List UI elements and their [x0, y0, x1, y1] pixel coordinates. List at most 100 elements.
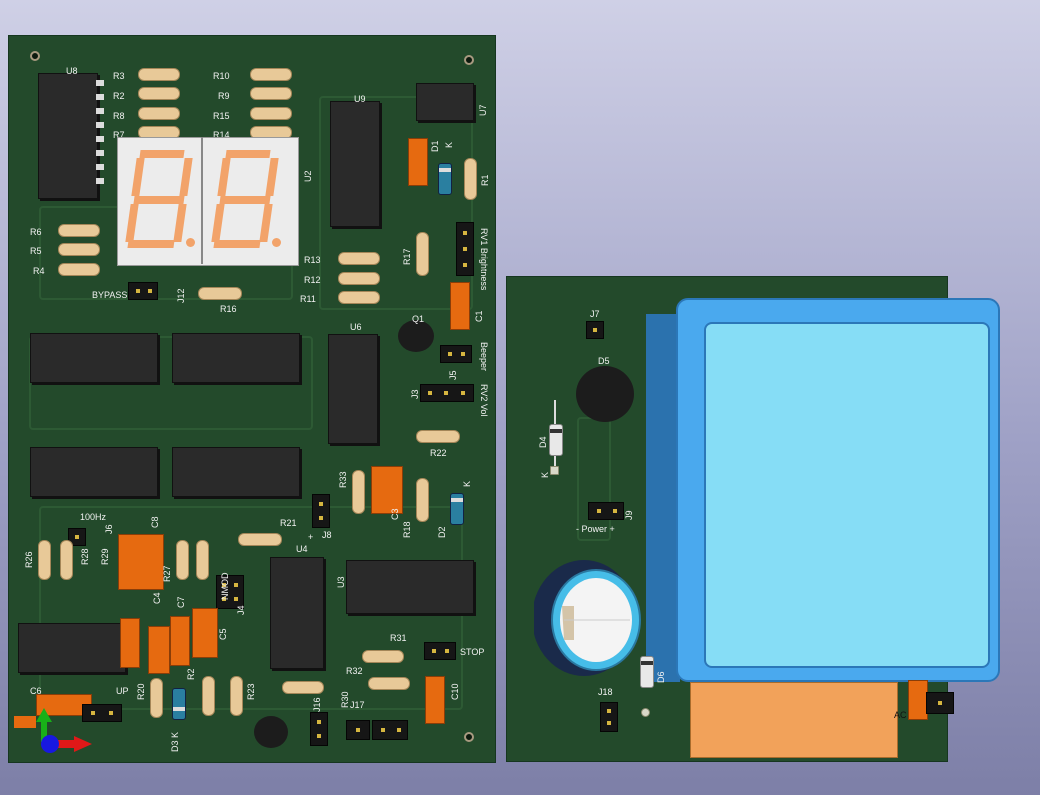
relay: [690, 682, 898, 758]
resistor: [58, 263, 100, 276]
segment-dp: [272, 238, 281, 247]
ic-u8: [38, 73, 98, 199]
diode-label-k2: K: [462, 480, 472, 487]
header-label-j18: J18: [598, 687, 613, 697]
resistor-label-r15: R15: [213, 111, 230, 121]
ic-pin-row: [96, 80, 104, 190]
resistor-label-r5: R5: [30, 246, 42, 256]
resistor-label-r3: R3: [113, 71, 125, 81]
ic-label-u3: U3: [336, 576, 346, 588]
resistor: [60, 540, 73, 580]
resistor: [250, 87, 292, 100]
resistor: [362, 650, 404, 663]
header-rv2[interactable]: [420, 384, 474, 402]
diode-label-k: K: [540, 471, 550, 478]
resistor: [58, 224, 100, 237]
ic-u12: [30, 447, 158, 497]
header-j7[interactable]: [586, 321, 604, 339]
diode-d6: [640, 656, 654, 688]
buzzer-d5: [576, 366, 634, 422]
segment: [219, 196, 271, 204]
pcb-trace: [29, 336, 313, 430]
jumper-j12[interactable]: [128, 282, 158, 300]
resistor-label-r14: R14: [213, 130, 230, 140]
header-label-j8: J8: [322, 530, 332, 540]
diode-label-d2: D2: [437, 526, 447, 538]
resistor: [138, 107, 180, 120]
header-label-j4: J4: [236, 605, 246, 615]
capacitor: [408, 138, 428, 186]
resistor: [352, 470, 365, 514]
capacitor-c3: [371, 466, 403, 514]
header-j8[interactable]: [312, 494, 330, 528]
resistor: [338, 272, 380, 285]
diode-label-d3: D3 K: [170, 731, 180, 752]
header-j17[interactable]: [346, 720, 370, 740]
ic-u10: [30, 333, 158, 383]
segment: [127, 240, 175, 248]
header-label-j5: J5: [448, 370, 458, 380]
ic-u6: [328, 334, 378, 444]
header-nmod[interactable]: [216, 575, 244, 609]
power-connector-j9[interactable]: [588, 502, 624, 520]
transistor-q1: [398, 320, 434, 352]
header-j6[interactable]: [68, 528, 86, 546]
resistor-label-r12: R12: [304, 275, 321, 285]
pad: [641, 708, 650, 717]
ic-label-u9: U9: [354, 94, 366, 104]
capacitor-c8: [118, 534, 164, 590]
mounting-hole: [464, 55, 474, 65]
header-up[interactable]: [82, 704, 122, 722]
mounting-hole: [464, 732, 474, 742]
jumper-label-j12: J12: [176, 288, 186, 303]
header-label-j3: J3: [410, 389, 420, 399]
resistor: [282, 681, 324, 694]
resistor: [58, 243, 100, 256]
ic-u3: [346, 560, 474, 614]
header-rv1[interactable]: [456, 222, 474, 276]
transformer-face: [704, 322, 990, 668]
capacitor-label-c4: C4: [152, 592, 162, 604]
resistor: [230, 676, 243, 716]
header-ac[interactable]: [926, 692, 954, 714]
display-divider: [201, 137, 203, 264]
resistor: [38, 540, 51, 580]
resistor-label-r8: R8: [113, 111, 125, 121]
resistor-label-r26: R26: [24, 551, 34, 568]
diode-d4: [549, 424, 563, 456]
diode-d2: [450, 493, 464, 525]
resistor-label-r28: R28: [80, 548, 90, 565]
capacitor: [148, 626, 170, 674]
resistor: [416, 430, 460, 443]
transformer: [676, 298, 1000, 682]
header-label-j17: J17: [350, 700, 365, 710]
transistor: [254, 716, 288, 748]
header-label-j16: J16: [312, 697, 322, 712]
header-label-stop: STOP: [460, 647, 485, 657]
resistor-label-r23: R23: [246, 683, 256, 700]
header-j16b[interactable]: [372, 720, 408, 740]
resistor-label-r17: R17: [402, 248, 412, 265]
diode-label-d4: D4: [538, 436, 548, 448]
ic-u9: [330, 101, 380, 227]
resistor-label-r16: R16: [220, 304, 237, 314]
resistor: [138, 87, 180, 100]
ic-u4: [270, 557, 324, 669]
header-j18[interactable]: [600, 702, 618, 732]
header-beeper[interactable]: [440, 345, 472, 363]
header-j16[interactable]: [310, 712, 328, 746]
resistor-label-r6: R6: [30, 227, 42, 237]
resistor-label-r18: R18: [402, 521, 412, 538]
header-stop[interactable]: [424, 642, 456, 660]
ac-label: AC: [894, 710, 907, 720]
resistor-label-r13: R13: [304, 255, 321, 265]
ic-u7: [416, 83, 474, 121]
ic-u5: [18, 623, 126, 673]
header-label-j6: J6: [104, 524, 114, 534]
resistor: [250, 68, 292, 81]
resistor-label-r27: R27: [162, 565, 172, 582]
ic-label-u4: U4: [296, 544, 308, 554]
electrolytic-capacitor: [534, 560, 641, 676]
capacitor-label-c5: C5: [218, 628, 228, 640]
ic-u13: [172, 447, 300, 497]
